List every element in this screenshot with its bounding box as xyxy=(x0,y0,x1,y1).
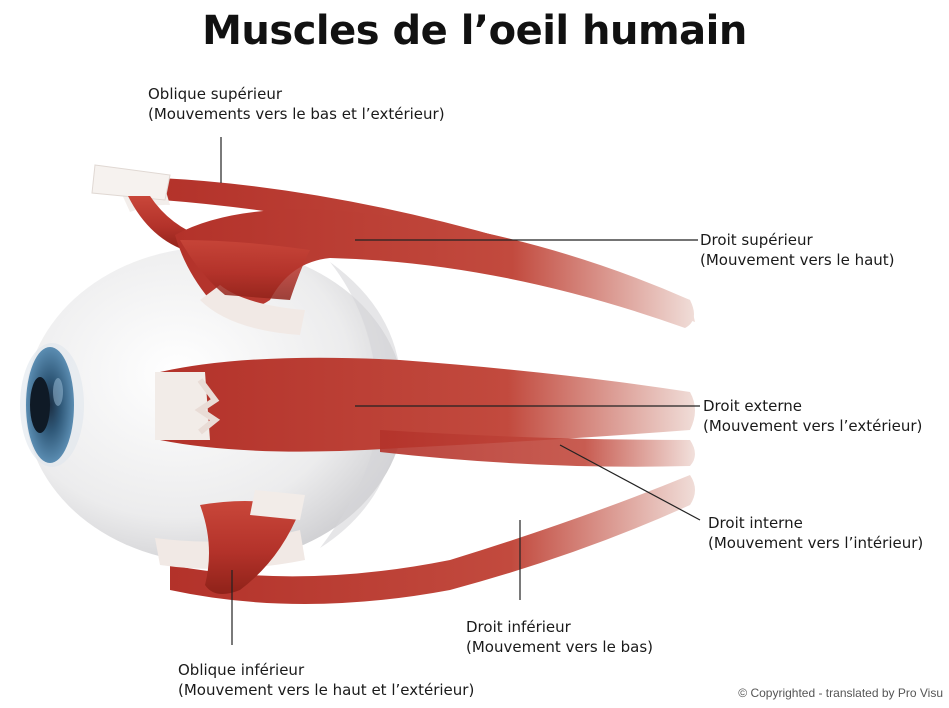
label-desc: (Mouvement vers le haut et l’extérieur) xyxy=(178,680,474,700)
label-desc: (Mouvement vers l’extérieur) xyxy=(703,416,922,436)
label-oblique-superieur: Oblique supérieur (Mouvements vers le ba… xyxy=(148,84,445,124)
label-name: Oblique inférieur xyxy=(178,660,474,680)
label-desc: (Mouvement vers le haut) xyxy=(700,250,895,270)
label-droit-inferieur: Droit inférieur (Mouvement vers le bas) xyxy=(466,617,653,657)
label-name: Droit supérieur xyxy=(700,230,895,250)
label-name: Droit inférieur xyxy=(466,617,653,637)
muscle-droit-superieur xyxy=(175,209,694,335)
label-desc: (Mouvements vers le bas et l’extérieur) xyxy=(148,104,445,124)
label-droit-interne: Droit interne (Mouvement vers l’intérieu… xyxy=(708,513,923,553)
label-name: Oblique supérieur xyxy=(148,84,445,104)
label-droit-externe: Droit externe (Mouvement vers l’extérieu… xyxy=(703,396,922,436)
copyright-notice: © Copyrighted - translated by Pro Visu xyxy=(738,686,943,700)
iris xyxy=(20,343,84,467)
label-name: Droit externe xyxy=(703,396,922,416)
label-desc: (Mouvement vers l’intérieur) xyxy=(708,533,923,553)
label-name: Droit interne xyxy=(708,513,923,533)
label-desc: (Mouvement vers le bas) xyxy=(466,637,653,657)
label-droit-superieur: Droit supérieur (Mouvement vers le haut) xyxy=(700,230,895,270)
label-oblique-inferieur: Oblique inférieur (Mouvement vers le hau… xyxy=(178,660,474,700)
